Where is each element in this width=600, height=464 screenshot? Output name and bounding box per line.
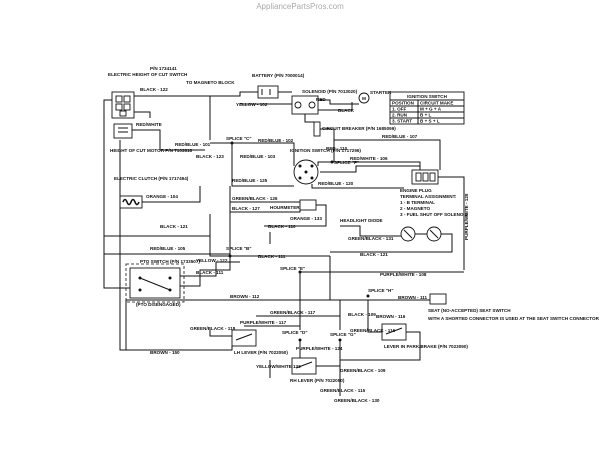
wire-label: PURPLE/WHITE - 117 <box>240 320 287 325</box>
svg-text:M: M <box>362 96 366 101</box>
wire-label: PURPLE/WHITE - 124 <box>296 346 343 351</box>
headlights <box>400 226 442 242</box>
seat-switch <box>429 293 447 305</box>
headlight-label: HEADLIGHT DIODE <box>340 218 383 223</box>
wire-label: BLACK - 127 <box>232 206 260 211</box>
wire-label: RED/BLUE - 125 <box>232 178 268 183</box>
circuit-breaker <box>313 121 321 137</box>
wire-label: YELLOW - 122 <box>196 258 228 263</box>
splice-label: SPLICE "H" <box>368 288 394 293</box>
wire-label: RED/WHITE - 106 <box>350 156 388 161</box>
terminal-1: 1 - B TERMINAL <box>400 200 435 205</box>
hoc-switch-pn: P/N 1734141 <box>150 66 177 71</box>
clutch-label: ELECTRIC CLUTCH (P/N 1717494) <box>114 176 189 181</box>
height-of-cut-switch <box>111 91 135 119</box>
solenoid <box>291 95 319 115</box>
table-row-circuit: CIRCUIT MAKE <box>420 101 453 106</box>
table-row-circuit: B + S + L <box>420 119 440 124</box>
breaker-label: CIRCUIT BREAKER (P/N 1685099) <box>322 126 396 131</box>
wire-label: GREEN/BLACK - 118 <box>190 326 236 331</box>
pto-switch <box>129 267 181 299</box>
ignition-switch-table: IGNITION SWITCH POSITION CIRCUIT MAKE 1.… <box>389 91 465 125</box>
wire-label: ORANGE - 104 <box>146 194 178 199</box>
ign-switch-label: IGNITION SWITCH (P/N 1717296) <box>290 148 361 153</box>
lh-lever-label: LH LEVER (P/N 7022050) <box>234 350 288 355</box>
starter-label: STARTER <box>370 90 392 95</box>
wire-label: RED/WHITE <box>136 122 162 127</box>
wire-label: BROWN - 111 <box>398 295 428 300</box>
wire-label: BLACK - 121 <box>160 224 188 229</box>
rh-lever-label: RH LEVER (P/N 7022050) <box>290 378 345 383</box>
wire-label: GREEN/BLACK - 131 <box>348 236 394 241</box>
seat-switch-label: SEAT (NO-ACCEPTED) SEAT SWITCH <box>428 308 511 313</box>
wire-label: BLACK - 123 <box>196 154 224 159</box>
splice-label: SPLICE "D" <box>282 330 308 335</box>
terminal-3: 3 - FUEL SHUT OFF SOLENOID <box>400 212 469 217</box>
engine-plug <box>411 169 439 185</box>
wire-label: GREEN/BLACK - 115 <box>320 388 366 393</box>
table-row-circuit: M + G + A <box>420 107 442 112</box>
wire-label: GREEN/BLACK - 109 <box>340 368 386 373</box>
pto-switch-label: PTO SWITCH (P/N 1733507) <box>140 259 200 264</box>
wire-label: PURPLE/WHITE - 108 <box>380 272 427 277</box>
wire-label: BROWN - 112 <box>230 294 260 299</box>
pto-disengaged-label: (PTO DISENGAGED) <box>136 302 181 307</box>
table-row-pos: 3. START <box>392 119 412 124</box>
wire-label: RED/BLUE - 120 <box>318 181 354 186</box>
table-header: IGNITION SWITCH <box>407 94 447 99</box>
wire-label: YELLOW/WHITE 133 <box>256 364 301 369</box>
wire-label: BLACK - 109 <box>348 312 376 317</box>
lh-lever-switch <box>231 329 257 347</box>
wire-label: RED/BLUE - 101 <box>175 142 211 147</box>
ignition-switch <box>293 159 319 185</box>
splice-label: SPLICE "C" <box>226 136 252 141</box>
wire-label: BLACK - 122 <box>140 87 168 92</box>
height-of-cut-motor <box>113 123 133 139</box>
wire-label: PURPLE/WHITE - 128 <box>464 193 469 240</box>
hoc-switch-label: ELECTRIC HEIGHT OF CUT SWITCH <box>108 72 188 77</box>
terminal-2: 2 - MAGNETO <box>400 206 430 211</box>
wire-label: GREEN/BLACK - 117 <box>270 310 316 315</box>
seat-switch-note: WITH A SHORTED CONNECTOR IS USED AT THE … <box>428 316 600 321</box>
wire-label: BROWN - 116 <box>376 314 406 319</box>
engine-plug-label: ENGINE PLUG <box>400 188 432 193</box>
splice-label: SPLICE "B" <box>226 246 252 251</box>
hourmeter-label: HOURMETER <box>270 205 300 210</box>
table-row-pos: 1. OFF <box>392 107 406 112</box>
starter: M <box>358 92 370 104</box>
solenoid-label: SOLENOID (P/N 7013020) <box>302 89 358 94</box>
wire-label: GREEN/BLACK - 126 <box>232 196 278 201</box>
wire-label: BLACK - 121 <box>360 252 388 257</box>
wire-label: GREEN/BLACK - 116 <box>350 328 396 333</box>
splice-label: SPLICE "G" <box>330 332 356 337</box>
to-magneto-label: TO MAGNETO BLOCK <box>186 80 235 85</box>
battery <box>257 85 279 99</box>
wire-label: BROWN - 150 <box>150 350 180 355</box>
table-row-circuit: B + L <box>420 113 432 118</box>
wire-label: ORANGE - 133 <box>290 216 322 221</box>
wire-label: BLACK - 111 <box>196 270 224 275</box>
wire-label: RED/BLUE - 102 <box>258 138 294 143</box>
hoc-motor-label: HEIGHT OF CUT MOTOR P/N 7103818 <box>110 148 193 153</box>
table-row-pos: POSITION <box>392 101 415 106</box>
terminal-label: TERMINAL ASSIGNMENT: <box>400 194 457 199</box>
wire-label: RED/BLUE - 105 <box>150 246 186 251</box>
lever-park-label: LEVER IN PARK/BRAKE (P/N 7023090) <box>384 344 468 349</box>
table-row-pos: 2. RUN <box>392 113 408 118</box>
wire-label: GREEN/BLACK - 130 <box>334 398 380 403</box>
wire-label: RED/BLUE - 103 <box>240 154 276 159</box>
splice-label: SPLICE "E" <box>280 266 305 271</box>
hourmeter <box>299 199 317 211</box>
clutch-coil <box>119 195 143 209</box>
wire-label: RED - 110 <box>326 146 348 151</box>
battery-label: BATTERY (P/N 7000014) <box>252 73 305 78</box>
wire-label: RED/BLUE - 107 <box>382 134 418 139</box>
watermark: AppliancePartsPros.com <box>256 2 344 11</box>
